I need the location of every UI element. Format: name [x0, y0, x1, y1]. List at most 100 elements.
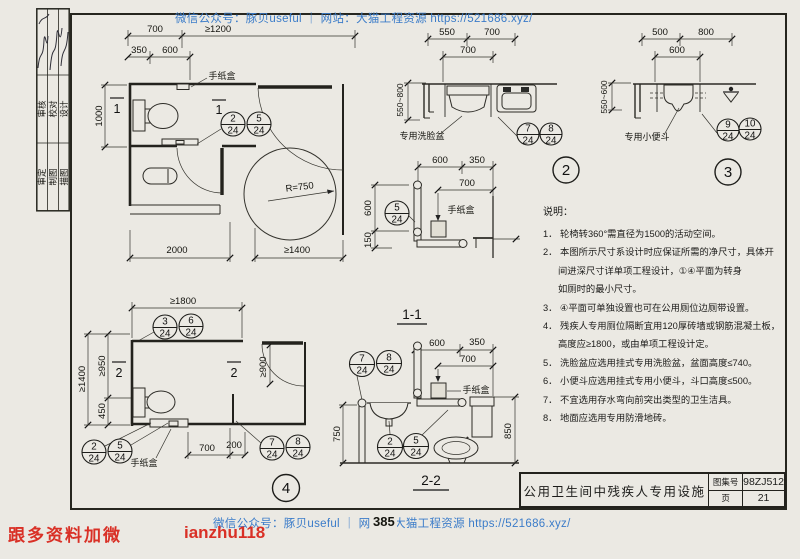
paper-box: [430, 220, 447, 238]
red-stamp-wechat: ianzhu118: [184, 523, 266, 542]
svg-text:850: 850: [503, 423, 514, 439]
note-line: 3． ④平面可单独设置也可在公用厕位边厕带设置。: [543, 302, 755, 313]
detail-bubble: 8 24: [539, 122, 563, 147]
elevation-2-drawing: 550 700 700 550~800: [395, 27, 580, 184]
svg-text:5: 5: [394, 203, 400, 214]
urinal-plan: [142, 167, 178, 185]
dimension-lines: 600 350 700 750 850: [332, 337, 519, 467]
page-no-value: 21: [757, 492, 770, 505]
svg-text:≥900: ≥900: [258, 356, 269, 377]
svg-text:700: 700: [460, 354, 476, 365]
dimension-lines: 500 800 600 550~600: [599, 27, 736, 114]
title-strip: 审核 校对 设计 审定 制图 描图: [36, 8, 70, 212]
section-1-1-drawing: 600 350 700 600 150: [363, 155, 520, 325]
svg-text:750: 750: [332, 426, 343, 442]
svg-text:8: 8: [295, 437, 301, 448]
svg-text:R=750: R=750: [285, 180, 314, 194]
strip-cell: 设计: [59, 100, 69, 118]
svg-text:手纸盒: 手纸盒: [130, 457, 157, 468]
walls: [128, 82, 344, 235]
svg-text:24: 24: [160, 329, 171, 340]
svg-text:24: 24: [392, 215, 403, 226]
paper-box-label: 手纸盒: [190, 70, 236, 88]
svg-text:24: 24: [267, 450, 278, 461]
detail-bubble: 10 24: [738, 117, 762, 142]
svg-text:7: 7: [269, 438, 274, 449]
svg-text:2: 2: [562, 162, 570, 179]
svg-text:600: 600: [429, 338, 445, 349]
paper-box: [430, 382, 447, 399]
svg-text:24: 24: [115, 453, 126, 464]
section-mark-2: 2: [227, 361, 241, 380]
detail-bubble: 7 24: [516, 122, 540, 147]
svg-text:600: 600: [162, 45, 178, 56]
drawing-frame: [70, 13, 787, 510]
svg-text:24: 24: [411, 448, 422, 459]
svg-text:2: 2: [91, 442, 96, 453]
svg-text:24: 24: [546, 136, 557, 147]
turning-circle: R=750: [243, 147, 337, 241]
svg-text:≥1400: ≥1400: [284, 245, 310, 256]
note-line: 高度应≥1800，或由单项工程设计定。: [558, 339, 714, 350]
svg-text:600: 600: [669, 45, 685, 56]
svg-text:6: 6: [188, 316, 194, 327]
svg-text:200: 200: [226, 440, 242, 451]
section-mark-1: 1: [110, 97, 124, 116]
grab-pole: [357, 398, 367, 464]
note-line: 5． 洗脸盆应选用挂式专用洗脸盆，盆面高度≤740。: [543, 357, 758, 368]
wall-end: [634, 84, 641, 119]
svg-text:4: 4: [282, 480, 290, 497]
svg-text:专用小便斗: 专用小便斗: [624, 131, 669, 142]
plan-1-drawing: 700 ≥1200 350 600 1000 2000: [94, 24, 359, 262]
svg-text:9: 9: [725, 120, 730, 131]
paper-box-label: 手纸盒: [447, 204, 474, 215]
strip-cell: 审定: [37, 168, 47, 186]
toilet-plan: [132, 387, 176, 418]
detail-bubble: 5 24: [402, 432, 430, 460]
partition-paper-holder: [161, 138, 199, 146]
watermark-top: 微信公众号：豚贝useful ｜ 网站：大猫工程资源 https://52168…: [175, 13, 533, 25]
note-line: 间进深尺寸详单项工程设计，①④平面为转身: [558, 265, 743, 276]
note-line: 2． 本图所示尺寸系设计时应保证所需的净尺寸，具体开: [543, 247, 774, 258]
strip-cell: 校对: [48, 100, 58, 118]
detail-bubble: 3 24: [152, 314, 178, 340]
notes-heading: 说明：: [543, 207, 573, 218]
elevation-3-drawing: 500 800 600 550~600: [599, 27, 762, 186]
note-line: 1． 轮椅转360°需直径为1500的活动空间。: [543, 229, 721, 239]
drawing-number: 4: [271, 473, 301, 503]
urinal-label: 专用小便斗: [624, 107, 680, 142]
note-line: 8． 地面应选用专用防滑地砖。: [543, 413, 672, 424]
atlas-no-value: 98ZJ512: [743, 475, 784, 488]
svg-text:350: 350: [469, 155, 485, 166]
svg-text:手纸盒: 手纸盒: [208, 70, 235, 81]
note-line: 如厕时的最小尺寸。: [558, 284, 642, 295]
svg-text:500: 500: [652, 27, 668, 38]
drawing-number: 3: [714, 158, 742, 186]
urinal-elevation: [650, 84, 706, 112]
title-block: 公用卫生间中残疾人专用设施 图集号 98ZJ512 页 21: [519, 472, 786, 508]
detail-bubble: 2 24: [376, 433, 404, 461]
svg-text:24: 24: [228, 126, 239, 137]
detail-bubble: 7 24: [259, 435, 285, 461]
svg-text:7: 7: [525, 124, 530, 135]
svg-text:700: 700: [460, 45, 476, 56]
note-line: 6． 小便斗应选用挂式专用小便斗，斗口高度≤500。: [543, 376, 758, 387]
svg-text:8: 8: [548, 124, 554, 135]
toilet-plan: [132, 99, 179, 132]
detail-bubble: 5 24: [384, 200, 410, 226]
svg-text:550~600: 550~600: [599, 80, 609, 114]
svg-text:700: 700: [484, 27, 500, 38]
svg-text:8: 8: [386, 353, 392, 364]
svg-text:550: 550: [439, 27, 455, 38]
section-2-2-drawing: 7 24 8 24 600 350 700: [332, 337, 519, 491]
svg-text:350: 350: [469, 337, 485, 348]
svg-text:550~800: 550~800: [395, 83, 405, 117]
svg-text:2: 2: [387, 437, 392, 448]
svg-text:≥1800: ≥1800: [170, 296, 196, 307]
section-mark-2: 2: [112, 361, 126, 380]
svg-text:1: 1: [216, 103, 223, 117]
svg-text:7: 7: [359, 354, 364, 365]
flush-valve: [723, 86, 739, 103]
mirror-cabinet: [496, 84, 537, 113]
